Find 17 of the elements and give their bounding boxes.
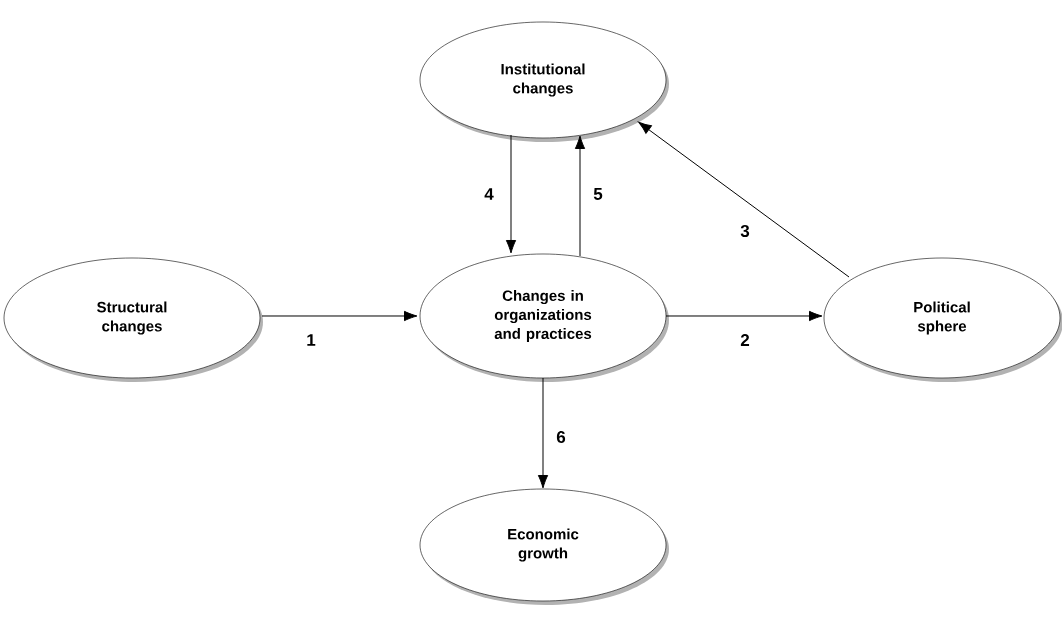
arrow [505,134,517,254]
edge-label: 3 [740,224,750,237]
ellipse-node: Institutional changes [419,21,669,142]
ellipse-node: Structural changes [3,257,263,382]
arrow [638,121,850,278]
arrow [665,310,823,322]
edge-label: 4 [484,188,494,200]
edge-label: 5 [593,188,603,200]
ellipse-node: Political sphere [823,257,1062,382]
edge-label: 1 [307,334,316,346]
ellipse-node: Economic growth [419,488,669,605]
arrow [574,135,586,257]
ellipse-node: Changes in organizations and practices [419,253,669,382]
edge-label: 2 [740,334,750,346]
arrow [537,377,549,489]
edge-label: 6 [556,430,566,443]
arrow [261,310,418,322]
